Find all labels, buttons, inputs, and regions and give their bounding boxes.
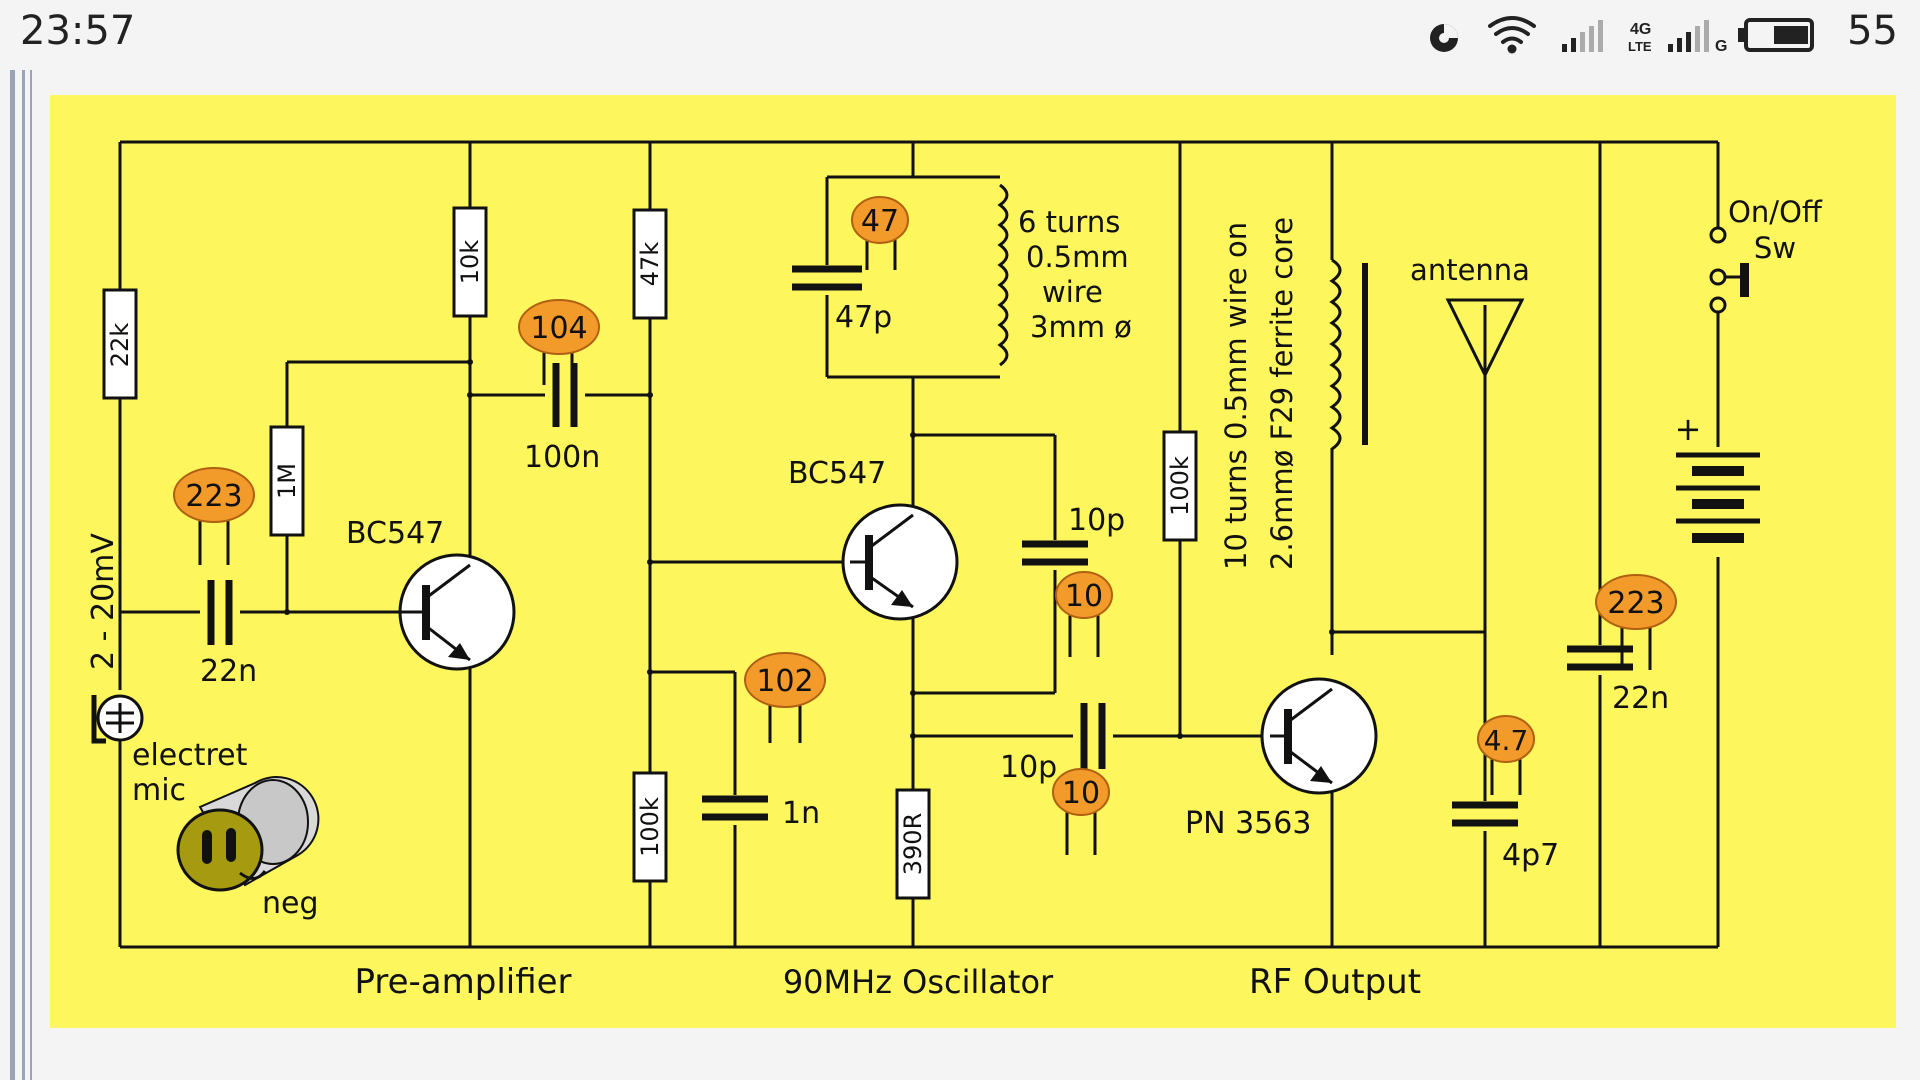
- capacitor-47p: 47p: [792, 265, 892, 335]
- coil-osc-line1: 6 turns: [1018, 205, 1120, 239]
- capacitor-22n-right-label: 22n: [1612, 681, 1669, 716]
- cap-code-47-label: 47: [861, 204, 899, 239]
- cap-code-223-left: 223: [173, 467, 255, 565]
- resistor-100k-left-label: 100k: [636, 797, 664, 857]
- signal-icon: [1562, 20, 1603, 52]
- resistor-1m: 1M: [269, 425, 305, 537]
- inductor-rf: 10 turns 0.5mm wire on 2.6mmø F29 ferrit…: [1219, 217, 1368, 570]
- battery-symbol: +: [1675, 410, 1760, 557]
- mic-label-line2: mic: [132, 773, 186, 808]
- cap-code-4-7-label: 4.7: [1484, 724, 1529, 757]
- cap-code-102: 102: [744, 652, 826, 743]
- network-sub-label: LTE: [1628, 39, 1652, 54]
- mic-drawing: [176, 776, 320, 892]
- network-label: 4G: [1630, 21, 1651, 38]
- resistor-47k: 47k: [632, 208, 668, 320]
- left-edge-bars: [10, 70, 32, 1080]
- transistor-q1-label: BC547: [346, 516, 444, 551]
- capacitor-1n-label: 1n: [782, 796, 820, 831]
- capacitor-22n-left: 22n: [200, 580, 257, 689]
- antenna-label: antenna: [1410, 253, 1530, 287]
- transistor-q2-label: BC547: [788, 456, 886, 491]
- resistor-390r-label: 390R: [899, 813, 927, 875]
- mic-neg-label: neg: [262, 886, 319, 921]
- capacitor-47p-label: 47p: [835, 300, 892, 335]
- cap-code-10-bottom-label: 10: [1062, 776, 1100, 811]
- cap-code-10-top-label: 10: [1065, 579, 1103, 614]
- cap-code-10-top: 10: [1055, 571, 1113, 657]
- section-oscillator-label: 90MHz Oscillator: [783, 963, 1054, 1001]
- coil-osc-line3: wire: [1042, 275, 1103, 309]
- coil-osc-line2: 0.5mm: [1026, 240, 1129, 274]
- status-icons: 4G LTE G: [1430, 16, 1814, 55]
- resistor-100k-right: 100k: [1162, 430, 1198, 542]
- capacitor-4p7: 4p7: [1452, 801, 1559, 873]
- resistor-47k-label: 47k: [636, 242, 664, 287]
- resistor-390r: 390R: [895, 788, 931, 900]
- capacitor-10p-bottom-label: 10p: [1000, 750, 1057, 785]
- capacitor-100n-label: 100n: [524, 440, 600, 475]
- capacitor-22n-left-label: 22n: [200, 654, 257, 689]
- switch-label-line1: On/Off: [1728, 195, 1823, 229]
- resistor-10k: 10k: [452, 206, 488, 318]
- transistor-q3: PN 3563: [1185, 677, 1378, 841]
- cap-code-4-7: 4.7: [1477, 715, 1535, 795]
- resistor-10k-label: 10k: [456, 240, 484, 285]
- cap-code-104-label: 104: [530, 311, 587, 346]
- antenna-symbol: antenna: [1410, 253, 1530, 379]
- input-level-label: 2 - 20mV: [86, 533, 121, 670]
- cap-code-223-right: 223: [1595, 574, 1677, 670]
- cap-code-223-left-label: 223: [185, 479, 242, 514]
- status-bar: 23:57 4G LTE G: [0, 0, 1920, 66]
- capacitor-100n: 100n: [524, 363, 600, 475]
- capacitor-1n: 1n: [702, 795, 820, 831]
- data-saver-icon: [1430, 24, 1458, 52]
- schematic-diagram: 22k 1M 10k 47k 100k 390R 100k 22n 100n: [86, 140, 1823, 1002]
- transistor-q3-label: PN 3563: [1185, 806, 1311, 841]
- capacitor-10p-top-label: 10p: [1068, 503, 1125, 538]
- network-2g-label: G: [1715, 38, 1727, 55]
- cap-code-47: 47: [851, 196, 909, 270]
- capacitor-4p7-label: 4p7: [1502, 838, 1559, 873]
- battery-icon: [1738, 18, 1814, 52]
- schematic-viewer: 22k 1M 10k 47k 100k 390R 100k 22n 100n: [50, 95, 1896, 1028]
- capacitor-22n-right: 22n: [1567, 645, 1669, 716]
- coil-rf-line1: 10 turns 0.5mm wire on: [1219, 222, 1253, 570]
- status-time: 23:57: [20, 8, 136, 54]
- junction-dots: [284, 359, 1335, 739]
- coil-rf-line2: 2.6mmø F29 ferrite core: [1265, 217, 1299, 570]
- battery-level: 55: [1847, 8, 1898, 54]
- on-off-switch: On/Off Sw: [1709, 195, 1823, 314]
- cap-code-223-right-label: 223: [1607, 586, 1664, 621]
- section-rf-output-label: RF Output: [1249, 962, 1421, 1002]
- coil-osc-line4: 3mm ø: [1030, 310, 1132, 344]
- cap-code-104: 104: [518, 299, 600, 385]
- resistor-22k-label: 22k: [106, 323, 134, 368]
- transistor-q2: BC547: [788, 456, 959, 621]
- inductor-oscillator: 6 turns 0.5mm wire 3mm ø: [994, 183, 1132, 370]
- resistor-1m-label: 1M: [273, 463, 301, 499]
- switch-label-line2: Sw: [1754, 231, 1796, 265]
- mic-label-line1: electret: [132, 738, 248, 773]
- capacitor-10p-top: 10p: [1022, 503, 1125, 570]
- battery-plus-label: +: [1675, 410, 1702, 448]
- capacitor-10p-bottom: 10p: [1000, 703, 1113, 785]
- resistor-100k-right-label: 100k: [1166, 456, 1194, 516]
- signal-icon: [1668, 20, 1709, 52]
- resistor-22k: 22k: [102, 288, 138, 400]
- cap-code-102-label: 102: [756, 664, 813, 699]
- cap-code-10-bottom: 10: [1052, 768, 1110, 855]
- transistor-q1: BC547: [346, 516, 516, 671]
- wifi-icon: [1488, 16, 1536, 54]
- electret-mic: 2 - 20mV electret mic neg: [86, 533, 320, 921]
- section-preamp-label: Pre-amplifier: [354, 962, 571, 1002]
- resistor-100k-left: 100k: [632, 771, 668, 883]
